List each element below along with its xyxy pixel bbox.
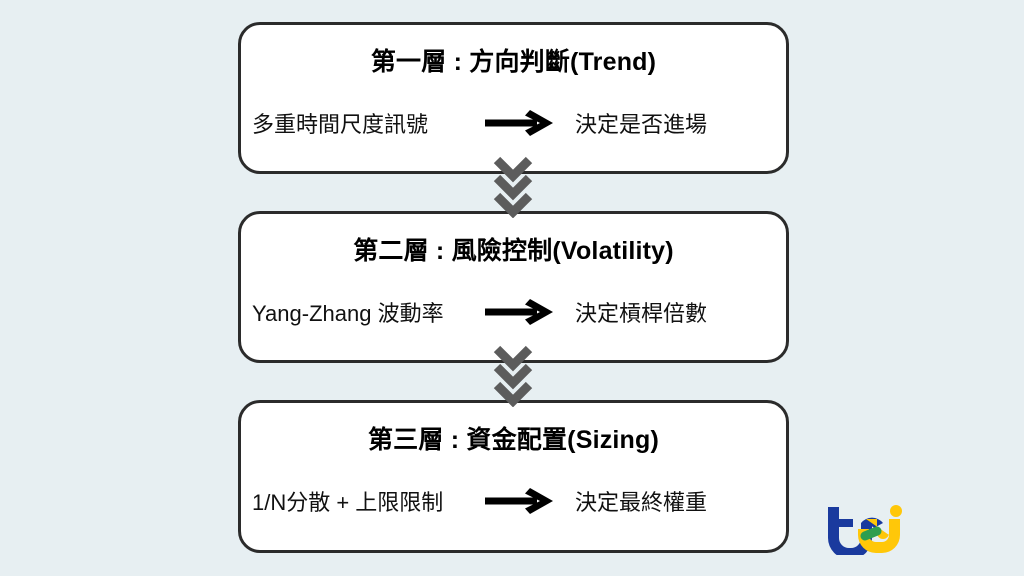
layer-3-output-label: 決定最終權重 [575,490,708,515]
layer-stack: 第一層 : 方向判斷(Trend) 多重時間尺度訊號 決定是否進場 第二層 : … [238,22,789,553]
right-arrow-icon [481,107,561,139]
layer-2-title: 第二層 : 風險控制(Volatility) [353,237,674,265]
layer-2-output-label: 決定槓桿倍數 [575,301,708,326]
layer-1-output-label: 決定是否進場 [575,112,708,137]
layer-1-title: 第一層 : 方向判斷(Trend) [370,48,657,76]
right-arrow-icon [481,485,561,517]
layer-2-input-label: Yang-Zhang 波動率 [252,301,444,326]
right-arrow-icon [481,296,561,328]
layer-3-input-label: 1/N分散 + 上限限制 [252,490,444,515]
tej-logo [822,503,906,559]
layer-3-row: 1/N分散 + 上限限制 決定最終權重 [241,480,786,522]
layer-box-3: 第三層 : 資金配置(Sizing) 1/N分散 + 上限限制 決定最終權重 [238,400,789,553]
layer-3-title: 第三層 : 資金配置(Sizing) [367,426,660,454]
layer-1-input-label: 多重時間尺度訊號 [252,112,429,137]
triple-chevron-down-icon-2 [489,345,537,408]
layer-1-row: 多重時間尺度訊號 決定是否進場 [241,102,786,144]
layer-box-1: 第一層 : 方向判斷(Trend) 多重時間尺度訊號 決定是否進場 [238,22,789,174]
layer-2-row: Yang-Zhang 波動率 決定槓桿倍數 [241,291,786,333]
layer-box-2: 第二層 : 風險控制(Volatility) Yang-Zhang 波動率 決定… [238,211,789,363]
triple-chevron-down-icon-1 [489,156,537,219]
